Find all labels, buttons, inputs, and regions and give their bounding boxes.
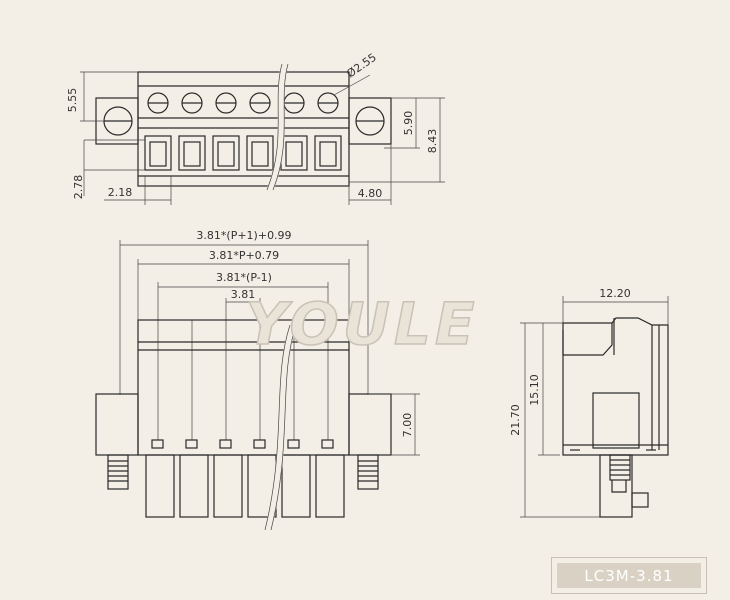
dim-2-18: 2.18: [108, 186, 133, 199]
top-view: 5.55 Ø2.55 5.90 8.43 2.78 2.18 4.80: [66, 51, 445, 205]
top-body: [137, 71, 350, 187]
pins: [145, 454, 345, 518]
dim-phi-2-55: Ø2.55: [344, 51, 379, 81]
front-right-flange: [348, 393, 392, 456]
dim-pitch-span: 3.81*(P-1): [216, 271, 272, 284]
dim-pitch: 3.81: [231, 288, 256, 301]
front-view: 3.81*(P+1)+0.99 3.81*P+0.79 3.81*(P-1) 3…: [95, 229, 420, 531]
wire-openings: [144, 135, 342, 171]
side-screw-thread: [609, 454, 631, 481]
dim-5-90: 5.90: [402, 111, 415, 136]
side-view: 12.20 15.10 21.70: [509, 287, 669, 518]
dim-total-width: 3.81*(P+1)+0.99: [196, 229, 291, 242]
dim-body-width: 3.81*P+0.79: [209, 249, 279, 262]
dim-21-70: 21.70: [509, 404, 522, 436]
watermark-logo: YOULE: [246, 290, 479, 358]
dim-15-10: 15.10: [528, 374, 541, 406]
screw-holes: [147, 92, 339, 114]
dim-8-43: 8.43: [426, 129, 439, 154]
side-pin: [599, 454, 633, 518]
front-body: [137, 319, 350, 456]
side-inner-block: [592, 392, 640, 449]
dim-12-20: 12.20: [599, 287, 631, 300]
dim-4-80: 4.80: [358, 187, 383, 200]
model-label-box: LC3M-3.81: [551, 557, 707, 594]
dim-5-55: 5.55: [66, 88, 79, 113]
contact-windows: [151, 439, 334, 449]
dim-7-00: 7.00: [401, 413, 414, 438]
front-left-flange: [95, 393, 139, 456]
model-label: LC3M-3.81: [557, 563, 701, 588]
left-screw-thread: [107, 454, 129, 490]
dim-2-78: 2.78: [72, 175, 85, 200]
right-screw-thread: [357, 454, 379, 490]
